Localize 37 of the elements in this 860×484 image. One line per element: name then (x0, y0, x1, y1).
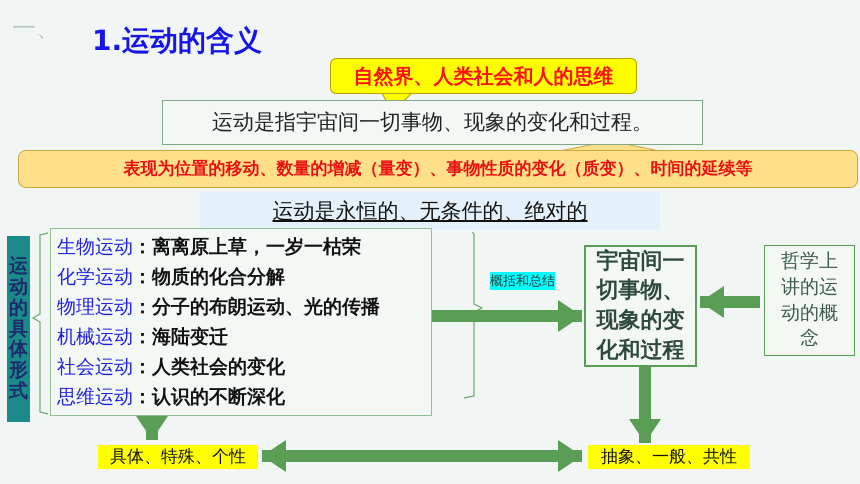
form-name: 思维运动 (57, 385, 133, 410)
form-name: 生物运动 (57, 235, 133, 260)
block-arrow (629, 367, 661, 443)
node-text: 运动是指宇宙间一切事物、现象的变化和过程。 (212, 109, 653, 136)
node-text: 哲学上讲的运动的概念 (780, 249, 839, 352)
node-text: 具体、特殊、个性 (110, 446, 246, 468)
definition-box (162, 100, 703, 145)
form-name: 物理运动 (57, 295, 133, 320)
form-example: ：离离原上草，一岁一枯荣 (133, 235, 361, 260)
vertical-label-box (7, 236, 30, 422)
node-text: 抽象、一般、共性 (601, 446, 737, 468)
form-name: 化学运动 (57, 265, 133, 290)
form-example: ：认识的不断深化 (133, 385, 285, 410)
node-text: 自然界、人类社会和人的思维 (354, 62, 614, 90)
forms-list-box (50, 228, 432, 416)
statement-banner (200, 192, 660, 230)
concept-box (584, 245, 697, 367)
block-arrow (262, 440, 582, 472)
node-text: 运动的具体形式 (9, 256, 28, 402)
block-arrow (136, 416, 168, 440)
block-arrow (432, 300, 582, 332)
node-text: 宇宙间一切事物、现象的变化和过程 (595, 248, 686, 365)
keyword-highlight (98, 445, 258, 469)
section-heading: 一、 (12, 13, 60, 44)
keyword-highlight (588, 445, 750, 469)
form-name: 机械运动 (57, 325, 133, 350)
concept-box (764, 245, 855, 356)
form-example: ：物质的化合分解 (133, 265, 285, 290)
title: 1.运动的含义 (92, 23, 262, 59)
edge-label: 概括和总结 (490, 272, 555, 290)
form-example: ：分子的布朗运动、光的传播 (133, 295, 380, 320)
node-text: 运动是永恒的、无条件的、绝对的 (272, 198, 588, 225)
form-example: ：人类社会的变化 (133, 355, 285, 380)
form-example: ：海陆变迁 (133, 325, 228, 350)
block-arrow (700, 286, 760, 318)
form-name: 社会运动 (57, 355, 133, 380)
node-text: 表现为位置的移动、数量的增减（量变）、事物性质的变化（质变）、时间的延续等 (124, 158, 752, 180)
